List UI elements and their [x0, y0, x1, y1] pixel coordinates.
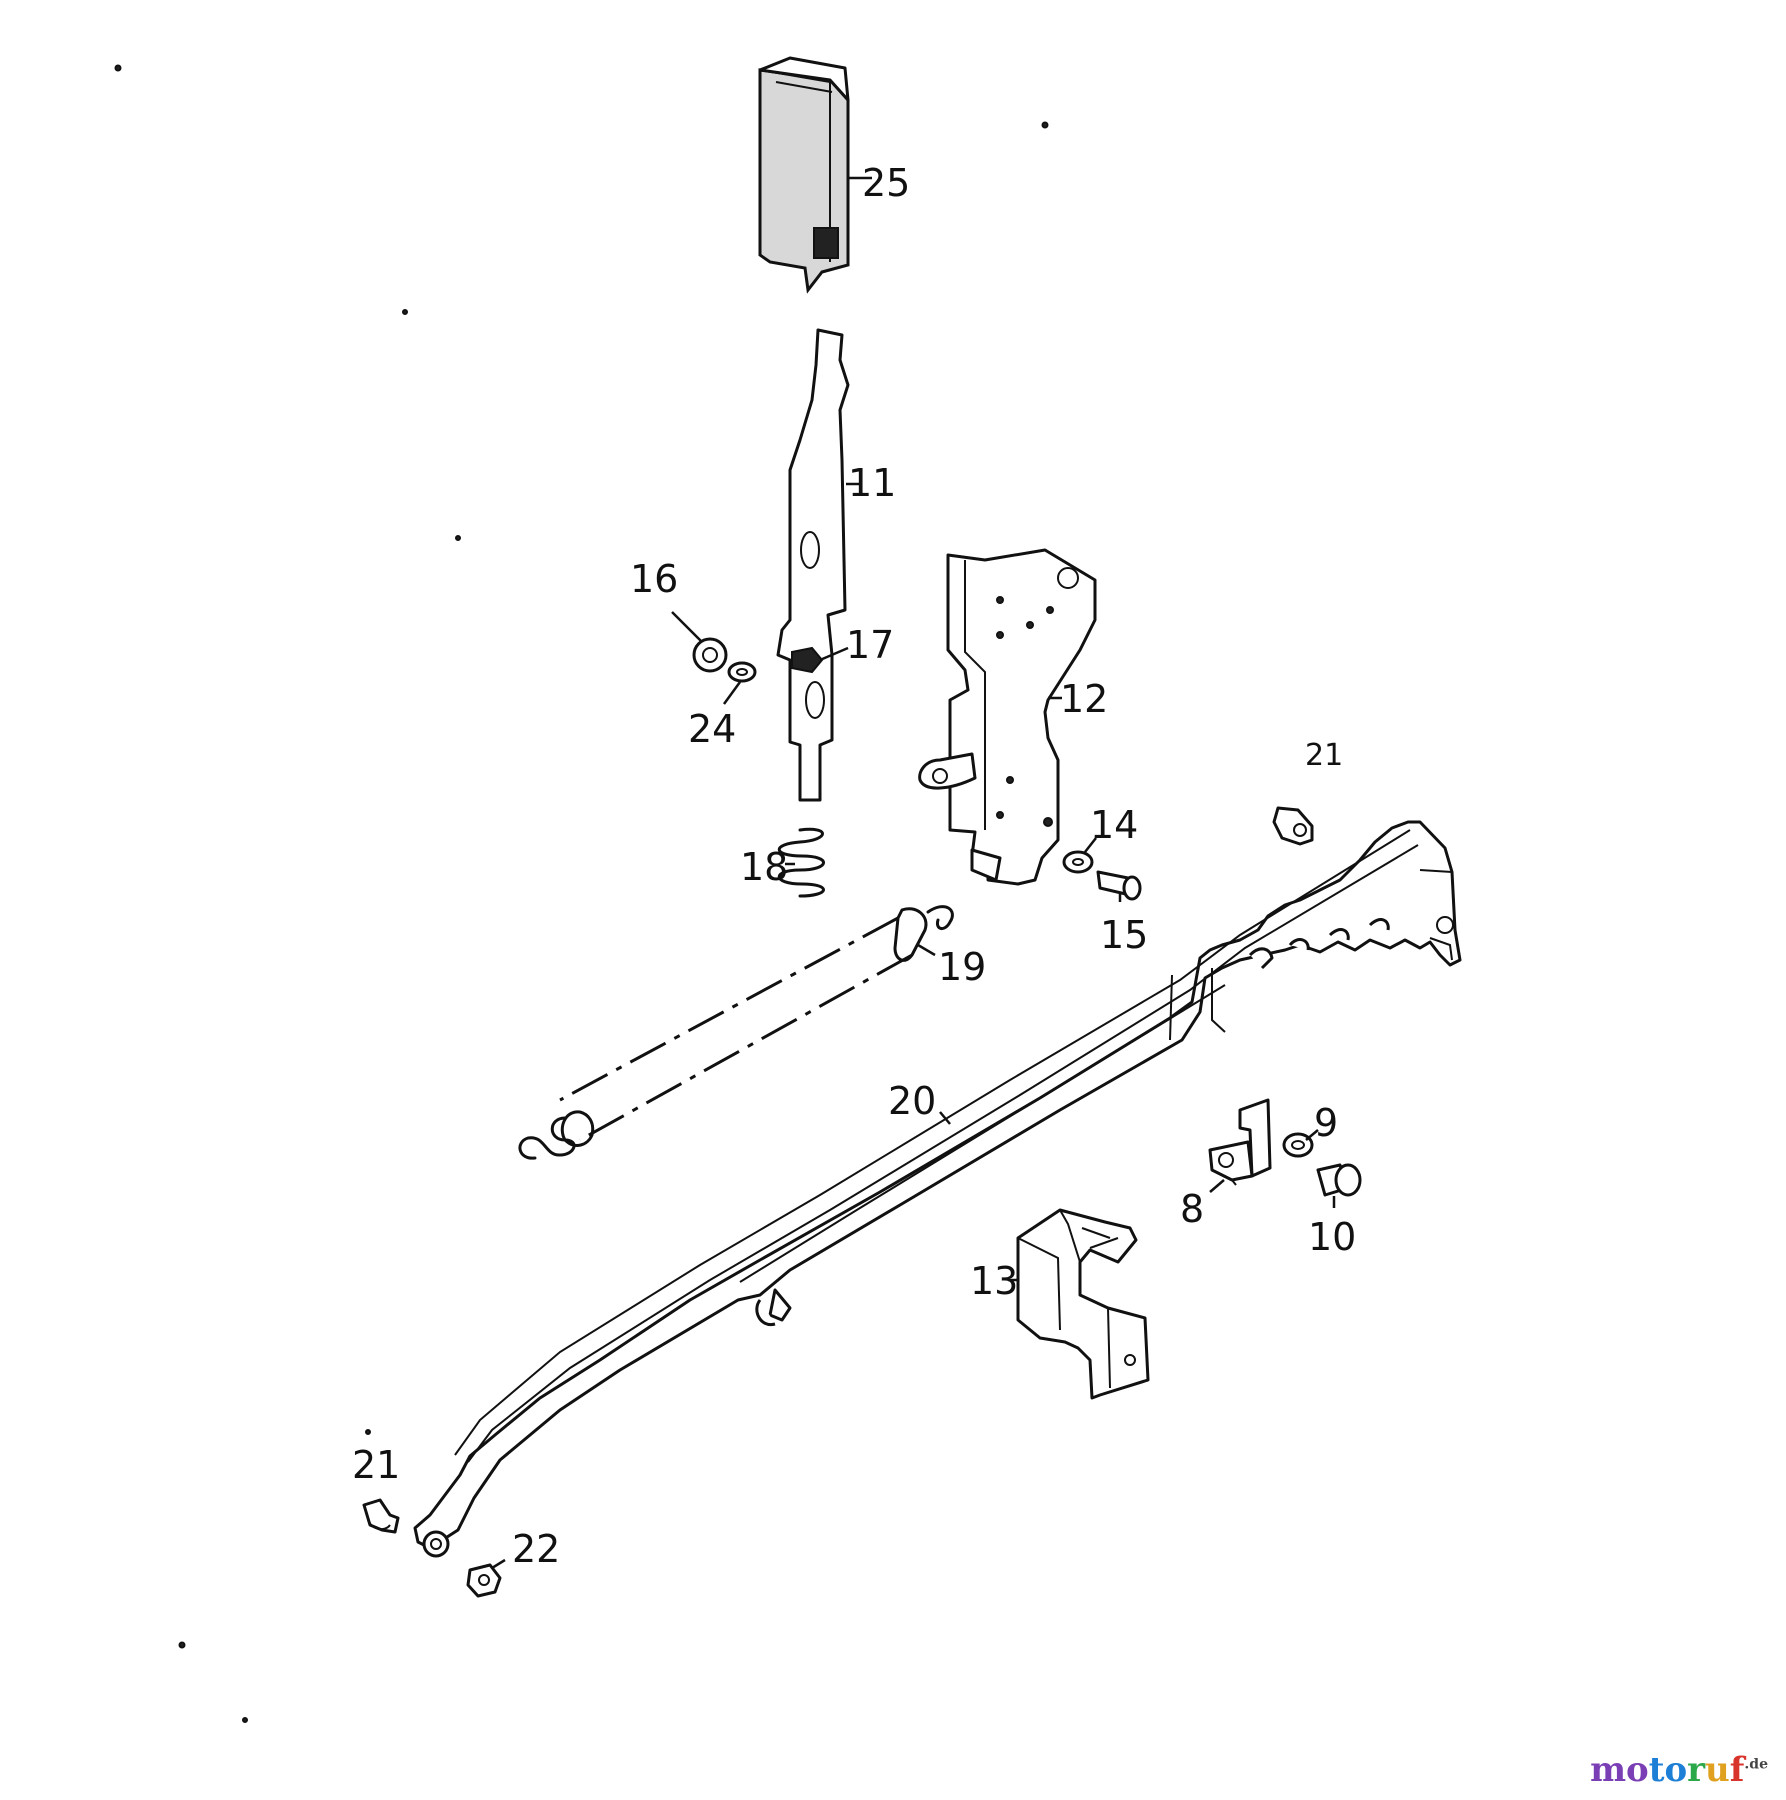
part-14-washer [1062, 850, 1094, 874]
part-21-fastener-lower [362, 1498, 400, 1534]
part-16-nut [692, 637, 728, 673]
label-12: 12 [1060, 677, 1108, 721]
label-17: 17 [846, 623, 894, 667]
part-19-spring-rod [518, 905, 954, 1160]
part-8-clip [1208, 1098, 1272, 1186]
part-10-bolt [1316, 1163, 1362, 1197]
label-13: 13 [970, 1259, 1018, 1303]
label-21-upper: 21 [1305, 738, 1343, 773]
label-10: 10 [1308, 1215, 1356, 1259]
label-16: 16 [630, 557, 678, 601]
part-25-handle-grip [758, 56, 850, 294]
label-8: 8 [1180, 1187, 1204, 1231]
part-22-nut [466, 1563, 502, 1598]
part-labels: 25 11 16 17 24 12 21 14 18 15 19 20 9 8 … [352, 161, 1356, 1571]
label-9: 9 [1314, 1101, 1338, 1145]
part-24-washer [727, 661, 757, 683]
part-9-washer [1282, 1132, 1314, 1158]
label-25: 25 [862, 161, 910, 205]
label-24: 24 [688, 707, 736, 751]
part-21-fastener-upper [1272, 806, 1314, 846]
part-11-lever [776, 328, 850, 802]
label-22: 22 [512, 1527, 560, 1571]
part-12-bracket [918, 548, 1097, 886]
label-14: 14 [1090, 803, 1138, 847]
part-18-spring [777, 827, 825, 898]
part-20-handle-arm [413, 820, 1462, 1558]
part-15-bolt [1096, 870, 1142, 901]
label-21-lower: 21 [352, 1443, 400, 1487]
part-13-bracket [1016, 1208, 1150, 1400]
label-19: 19 [938, 945, 986, 989]
motoruf-watermark-logo: motoruf.de [1590, 1750, 1768, 1790]
leader-lines [491, 176, 1336, 1570]
label-11: 11 [848, 461, 896, 505]
label-15: 15 [1100, 913, 1148, 957]
label-18: 18 [740, 845, 788, 889]
label-20: 20 [888, 1079, 936, 1123]
scan-specks [114, 64, 1049, 1723]
